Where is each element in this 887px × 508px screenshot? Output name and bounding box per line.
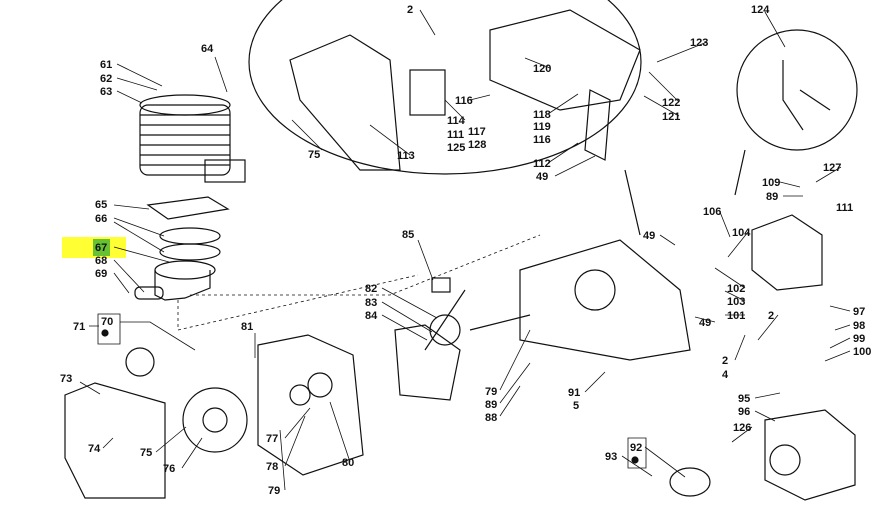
part-label[interactable]: 83 — [365, 297, 378, 309]
part-label[interactable]: 4 — [722, 369, 729, 381]
bearing — [431, 277, 451, 293]
part-label[interactable]: 89 — [485, 399, 498, 411]
part-label[interactable]: 63 — [100, 86, 113, 98]
part-label[interactable]: 68 — [95, 255, 108, 267]
rubber-mount — [584, 89, 611, 161]
part-label[interactable]: 74 — [88, 443, 101, 455]
part-label[interactable]: 89 — [766, 191, 779, 203]
part-label[interactable]: 102 — [727, 283, 746, 295]
part-label[interactable]: 5 — [573, 400, 580, 412]
starter-housing — [64, 382, 166, 499]
oring — [669, 467, 711, 497]
flywheel — [182, 387, 248, 453]
detail-callout-ellipse — [248, 0, 642, 175]
part-label[interactable]: 97 — [853, 306, 866, 318]
piston-ring — [159, 243, 221, 261]
oil-pump — [751, 214, 823, 291]
part-label[interactable]: 101 — [727, 310, 746, 322]
crankshaft — [424, 289, 531, 351]
part-label[interactable]: 78 — [266, 461, 279, 473]
part-label[interactable]: 82 — [365, 283, 378, 295]
part-label[interactable]: 79 — [485, 386, 498, 398]
crankcase-gasket — [394, 324, 461, 401]
part-label[interactable]: 106 — [703, 206, 722, 218]
gasket — [146, 196, 230, 220]
part-label[interactable]: 127 — [823, 162, 842, 174]
part-label[interactable]: 88 — [485, 412, 498, 424]
part-label[interactable]: 92 — [630, 442, 643, 454]
part-label[interactable]: 66 — [95, 213, 108, 225]
part-label[interactable]: 120 — [533, 63, 552, 75]
part-label[interactable]: 65 — [95, 199, 108, 211]
detail-callout-circle — [736, 29, 858, 151]
part-label[interactable]: 70 — [101, 316, 114, 328]
piston — [154, 260, 216, 301]
part-label[interactable]: 99 — [853, 333, 866, 345]
crankcase-top — [489, 9, 641, 111]
part-label[interactable]: 95 — [738, 393, 751, 405]
part-label[interactable]: 126 — [733, 422, 752, 434]
highlight-label-box — [93, 239, 110, 256]
part-label[interactable]: 75 — [140, 447, 153, 459]
part-label[interactable]: 117 — [468, 126, 486, 138]
part-label[interactable]: 64 — [201, 43, 214, 55]
part-label[interactable]: 91 — [568, 387, 581, 399]
part-label[interactable]: 121 — [662, 111, 681, 123]
part-label[interactable]: 77 — [266, 433, 279, 445]
part-label[interactable]: 62 — [100, 73, 113, 85]
chain-guard — [289, 34, 401, 171]
part-label[interactable]: 104 — [732, 227, 751, 239]
part-label[interactable]: 128 — [468, 139, 487, 151]
cylinder — [139, 94, 246, 183]
part-label[interactable]: 85 — [402, 229, 415, 241]
spark-plug-cap — [125, 347, 155, 377]
part-label[interactable]: 116 — [533, 134, 551, 146]
part-label[interactable]: 49 — [536, 171, 549, 183]
part-label[interactable]: 113 — [397, 150, 415, 162]
part-label[interactable]: 80 — [342, 457, 355, 469]
part-label[interactable]: 119 — [533, 121, 551, 133]
reed-plate — [409, 69, 446, 116]
part-label[interactable]: 112 — [533, 158, 551, 170]
part-label[interactable]: 124 — [751, 4, 770, 16]
part-label[interactable]: 122 — [662, 97, 681, 109]
part-label[interactable]: 125 — [447, 142, 466, 154]
piston-ring — [159, 227, 221, 245]
part-label[interactable]: 100 — [853, 346, 872, 358]
part-label[interactable]: 93 — [605, 451, 618, 463]
part-label[interactable]: 49 — [699, 317, 712, 329]
part-label[interactable]: 2 — [722, 355, 729, 367]
part-label[interactable]: 123 — [690, 37, 709, 49]
part-label[interactable]: 2 — [768, 310, 775, 322]
part-label[interactable]: 76 — [163, 463, 176, 475]
piston-pin — [134, 286, 164, 300]
part-label[interactable]: 71 — [73, 321, 86, 333]
part-label[interactable]: 79 — [268, 485, 281, 497]
part-label[interactable]: 73 — [60, 373, 73, 385]
part-label[interactable]: 109 — [762, 177, 781, 189]
part-label[interactable]: 75 — [308, 149, 321, 161]
part-label[interactable]: 118 — [533, 109, 551, 121]
crankcase-main — [519, 239, 691, 361]
part-label[interactable]: 111 — [447, 129, 465, 141]
part-label[interactable]: 103 — [727, 296, 746, 308]
tank-body — [764, 409, 856, 501]
part-label-highlighted[interactable]: 67 — [95, 242, 108, 254]
part-label[interactable]: 61 — [100, 59, 113, 71]
part-label[interactable]: 114 — [447, 115, 465, 127]
part-label[interactable]: 96 — [738, 406, 751, 418]
crankcase-half — [257, 334, 364, 476]
part-label[interactable]: 49 — [643, 230, 656, 242]
part-label[interactable]: 81 — [241, 321, 254, 333]
part-label[interactable]: 116 — [455, 95, 473, 107]
part-label[interactable]: 98 — [853, 320, 866, 332]
part-label[interactable]: 111 — [836, 202, 854, 214]
part-label[interactable]: 2 — [407, 4, 414, 16]
part-label[interactable]: 84 — [365, 310, 378, 322]
part-label[interactable]: 69 — [95, 268, 108, 280]
